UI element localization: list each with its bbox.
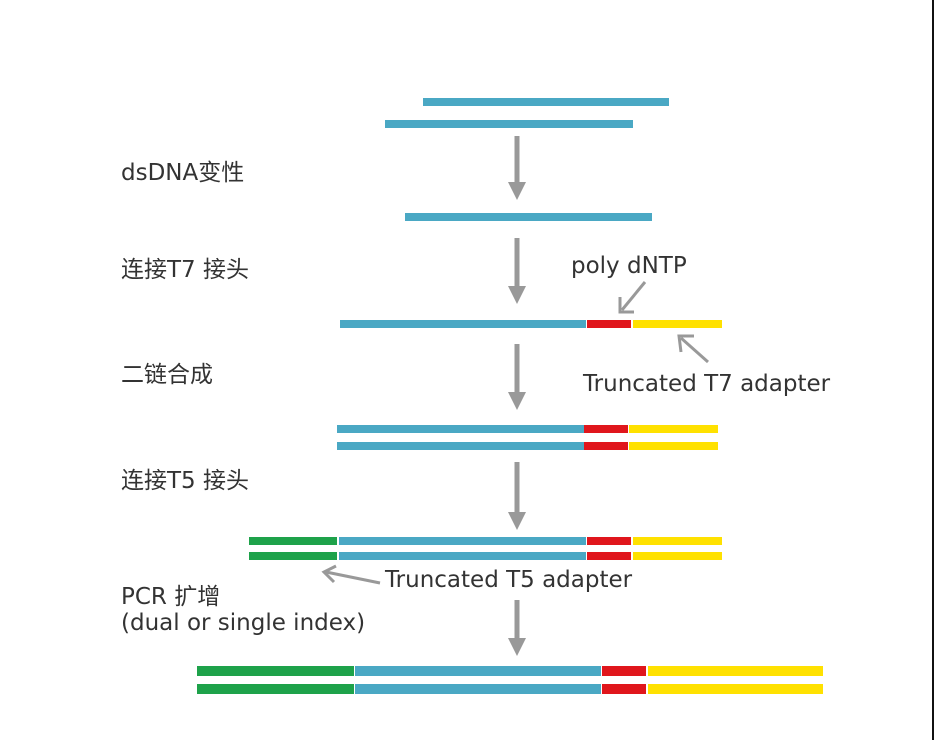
right-edge-line <box>932 0 934 740</box>
truncated-t7-label: Truncated T7 adapter <box>583 371 831 397</box>
poly-dntp-pointer <box>618 281 647 314</box>
step-label-pcr: PCR 扩增 <box>121 584 221 610</box>
t5-bottom-t7 <box>633 552 722 560</box>
pcr-bottom-poly <box>602 684 646 694</box>
t7-polydntp-segment <box>587 320 631 328</box>
pcr-top-poly <box>602 666 646 676</box>
pcr-bottom-insert <box>355 684 601 694</box>
step-label-ligate-t5: 连接T5 接头 <box>121 468 249 494</box>
step-label-denature: dsDNA变性 <box>121 160 245 186</box>
pcr-product <box>197 666 823 694</box>
t5-top-adapter <box>249 537 337 545</box>
truncated-t5-label: Truncated T5 adapter <box>385 567 633 593</box>
t7-adapter-segment <box>633 320 722 328</box>
t7-insert-segment <box>340 320 586 328</box>
pcr-top-insert <box>355 666 601 676</box>
step-label-ligate-t7: 连接T7 接头 <box>121 257 249 283</box>
down-arrow-5 <box>508 600 526 656</box>
ds-bottom-t7 <box>629 442 718 450</box>
t5-adapter-pointer <box>321 564 381 585</box>
ssdna-strand <box>405 213 652 221</box>
t5-top-insert <box>339 537 586 545</box>
ds-bottom-insert <box>337 442 584 450</box>
ds-top-poly <box>584 425 628 433</box>
t5-bottom-insert <box>339 552 586 560</box>
t7-adapter-pointer <box>677 334 709 364</box>
ds-bottom-poly <box>584 442 628 450</box>
pcr-top-t5 <box>197 666 354 676</box>
double-strand-t5 <box>249 537 722 560</box>
dsdna-strand-top <box>423 98 669 106</box>
pcr-bottom-t7 <box>648 684 823 694</box>
down-arrow-1 <box>508 136 526 200</box>
t5-top-t7 <box>633 537 722 545</box>
t5-top-poly <box>587 537 631 545</box>
step-label-second-strand: 二链合成 <box>121 362 213 388</box>
down-arrow-2 <box>508 238 526 304</box>
down-arrow-4 <box>508 462 526 530</box>
step-label-pcr-index: (dual or single index) <box>121 610 366 636</box>
ds-top-insert <box>337 425 584 433</box>
dsdna-strand-bottom <box>385 120 633 128</box>
ssdna-strand-bar <box>405 213 652 221</box>
down-arrow-3 <box>508 344 526 410</box>
process-arrows <box>508 136 526 656</box>
pointer-arrows <box>321 281 709 585</box>
t5-bottom-adapter <box>249 552 337 560</box>
t7-ligated-strand <box>340 320 722 328</box>
t5-bottom-poly <box>587 552 631 560</box>
dsdna-strands <box>385 98 669 128</box>
pcr-bottom-t5 <box>197 684 354 694</box>
ds-top-t7 <box>629 425 718 433</box>
double-strand-t7 <box>337 425 718 450</box>
pcr-top-t7 <box>648 666 823 676</box>
poly-dntp-label: poly dNTP <box>571 253 687 279</box>
